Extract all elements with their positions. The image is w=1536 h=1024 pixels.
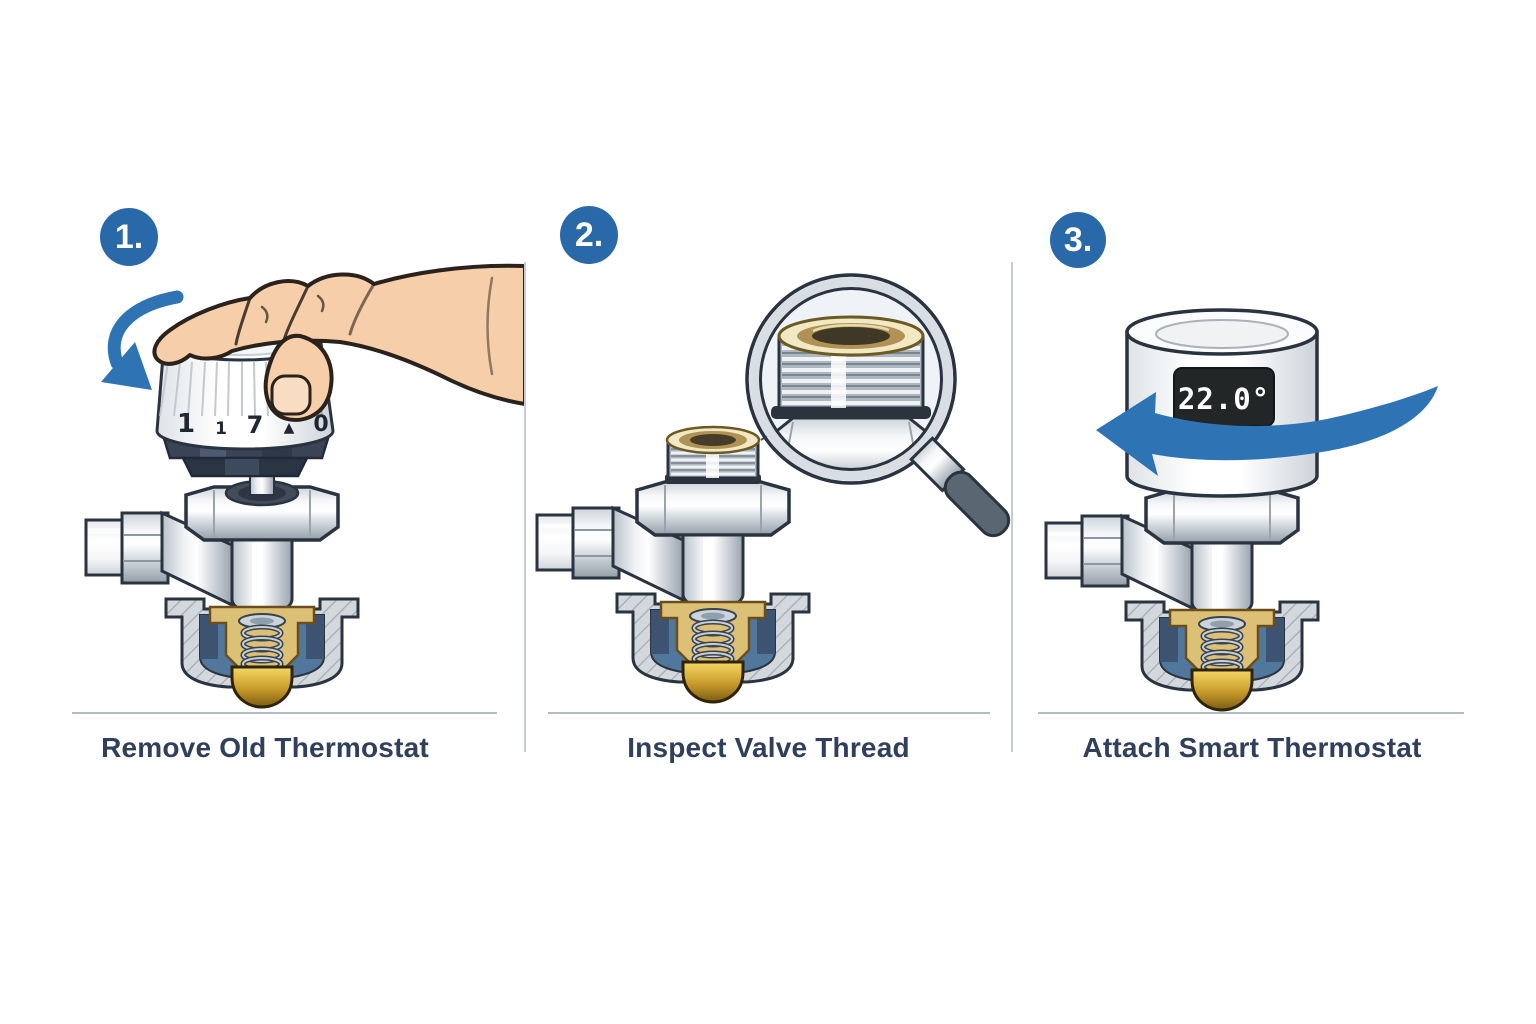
caption-separator-2 — [548, 712, 990, 714]
dial-mark-1: 1 — [177, 409, 195, 439]
dial-scale: 1 1 7 ▲ 0 — [177, 409, 329, 439]
magnifying-glass-icon — [745, 273, 1011, 538]
caption-separator-3 — [1038, 712, 1464, 714]
step-3-number: 3. — [1063, 220, 1093, 259]
caption-separator-1 — [72, 712, 497, 714]
step-3-illustration: 22.0° — [1012, 308, 1438, 760]
step-3-caption: Attach Smart Thermostat — [1082, 732, 1422, 763]
hand-gripping-thermostat — [152, 263, 525, 422]
step-2-badge: 2. — [560, 206, 618, 264]
magnifier-handle — [909, 436, 1011, 538]
step-3-badge: 3. — [1050, 212, 1106, 268]
step-2-caption: Inspect Valve Thread — [627, 732, 910, 763]
dial-mark-4: ▲ — [284, 420, 295, 436]
rotate-counterclockwise-arrow-icon — [101, 290, 184, 390]
dial-mark-2: 1 — [215, 419, 227, 439]
dial-mark-5: 0 — [313, 412, 328, 437]
dial-mark-3: 7 — [247, 411, 264, 439]
step-2-number: 2. — [574, 215, 604, 254]
panel-divider-1 — [524, 262, 526, 752]
step-1-caption: Remove Old Thermostat — [101, 732, 429, 763]
step-2-illustration — [525, 273, 1011, 760]
step-1-number: 1. — [114, 217, 144, 256]
step-1-badge: 1. — [100, 208, 158, 266]
thumbnail — [270, 374, 312, 416]
temperature-display: 22.0° — [1173, 367, 1275, 427]
valve-thread-stub — [665, 425, 761, 484]
temperature-value: 22.0° — [1178, 382, 1270, 416]
step-1-illustration: 1 1 7 ▲ 0 — [0, 263, 525, 760]
lens-rim-outer — [745, 273, 957, 485]
rotate-attach-arrow-icon — [1096, 386, 1438, 476]
panel-divider-2 — [1011, 262, 1013, 752]
